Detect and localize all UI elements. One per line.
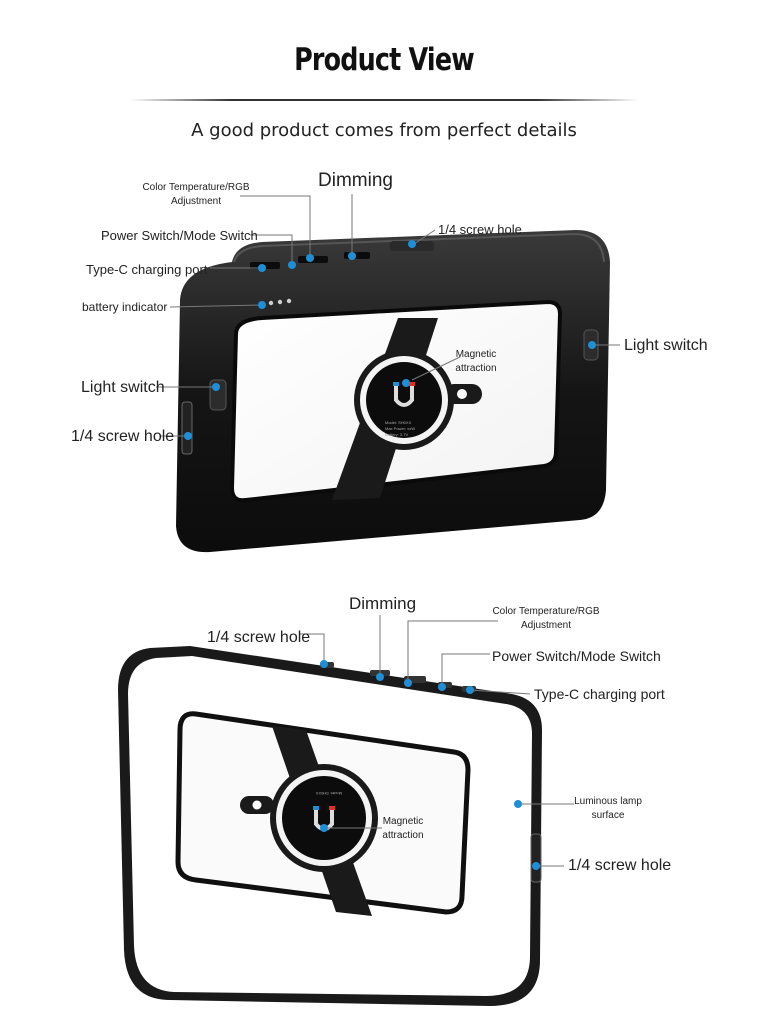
- label-screw-hole-top: 1/4 screw hole: [438, 222, 522, 237]
- label-front-lamp-line1: Luminous lamp: [574, 796, 642, 807]
- dot-screw-hole-left: [184, 432, 192, 440]
- dot-light-switch-right: [588, 341, 596, 349]
- label-screw-hole-left: 1/4 screw hole: [71, 428, 175, 445]
- page-title: Product View: [294, 42, 475, 78]
- label-magnetic-line2: attraction: [455, 363, 497, 374]
- dot-power-switch: [288, 261, 296, 269]
- magnetic-puck: Model: SH0XX Max Power: xxW Battery: 3.7…: [354, 350, 454, 450]
- label-front-power-switch: Power Switch/Mode Switch: [492, 648, 661, 664]
- label-front-screw-hole-top: 1/4 screw hole: [207, 629, 311, 646]
- label-light-switch-right: Light switch: [624, 337, 708, 354]
- label-front-color-temp-line2: Adjustment: [520, 620, 572, 631]
- back-callout-dots: [184, 240, 596, 440]
- dot-magnetic: [402, 379, 410, 387]
- svg-text:Max Power: xxW: Max Power: xxW: [385, 426, 415, 431]
- label-front-screw-hole-right: 1/4 screw hole: [568, 857, 672, 874]
- dot-front-power-switch: [438, 683, 446, 691]
- label-light-switch-left: Light switch: [81, 379, 165, 396]
- front-callout-dots: [320, 660, 540, 870]
- back-device-body: Model: SH0XX Max Power: xxW Battery: 3.7…: [176, 230, 610, 553]
- dot-screw-hole-top: [408, 240, 416, 248]
- label-front-lamp: Luminous lamp surface: [568, 795, 648, 823]
- label-type-c: Type-C charging port: [86, 262, 208, 277]
- label-front-color-temp-line1: Color Temperature/RGB: [492, 606, 600, 617]
- label-color-temp: Color Temperature/RGB Adjustment: [136, 181, 256, 209]
- dot-front-color-temp: [404, 679, 412, 687]
- label-magnetic-line1: Magnetic: [455, 349, 497, 360]
- front-magnetic-puck: Model: SH0XX: [270, 764, 378, 872]
- label-front-type-c: Type-C charging port: [534, 686, 665, 702]
- dot-light-switch-left: [212, 383, 220, 391]
- back-callout-lines: [156, 194, 620, 437]
- label-front-color-temp: Color Temperature/RGB Adjustment: [488, 605, 604, 633]
- label-color-temp-line1: Color Temperature/RGB: [142, 182, 250, 193]
- label-front-lamp-line2: surface: [591, 810, 625, 821]
- label-front-magnetic-line1: Magnetic: [382, 816, 424, 827]
- label-battery: battery indicator: [82, 300, 168, 314]
- dot-front-magnetic: [320, 824, 328, 832]
- svg-text:Model: SH0XX: Model: SH0XX: [315, 791, 342, 796]
- dot-dimming: [348, 252, 356, 260]
- dot-front-screw-hole-right: [532, 862, 540, 870]
- page-subtitle: A good product comes from perfect detail…: [191, 120, 577, 141]
- front-callout-lines: [300, 615, 574, 867]
- dot-front-lamp: [514, 800, 522, 808]
- label-front-dimming: Dimming: [349, 594, 417, 613]
- label-magnetic: Magnetic attraction: [448, 348, 504, 376]
- title-divider: [130, 99, 638, 101]
- label-front-magnetic-line2: attraction: [382, 830, 424, 841]
- label-dimming: Dimming: [318, 170, 393, 191]
- svg-text:Model: SH0XX: Model: SH0XX: [385, 420, 412, 425]
- label-color-temp-line2: Adjustment: [170, 196, 222, 207]
- dot-type-c: [258, 264, 266, 272]
- dot-front-type-c: [466, 686, 474, 694]
- dot-front-dimming: [376, 673, 384, 681]
- svg-text:Battery: 3.7V: Battery: 3.7V: [385, 432, 408, 437]
- label-power-switch: Power Switch/Mode Switch: [101, 228, 258, 243]
- dot-color-temp: [306, 254, 314, 262]
- dot-front-screw-hole-top: [320, 660, 328, 668]
- front-device-body: Model: SH0XX: [118, 646, 542, 1006]
- dot-battery: [258, 301, 266, 309]
- label-front-magnetic: Magnetic attraction: [376, 815, 430, 843]
